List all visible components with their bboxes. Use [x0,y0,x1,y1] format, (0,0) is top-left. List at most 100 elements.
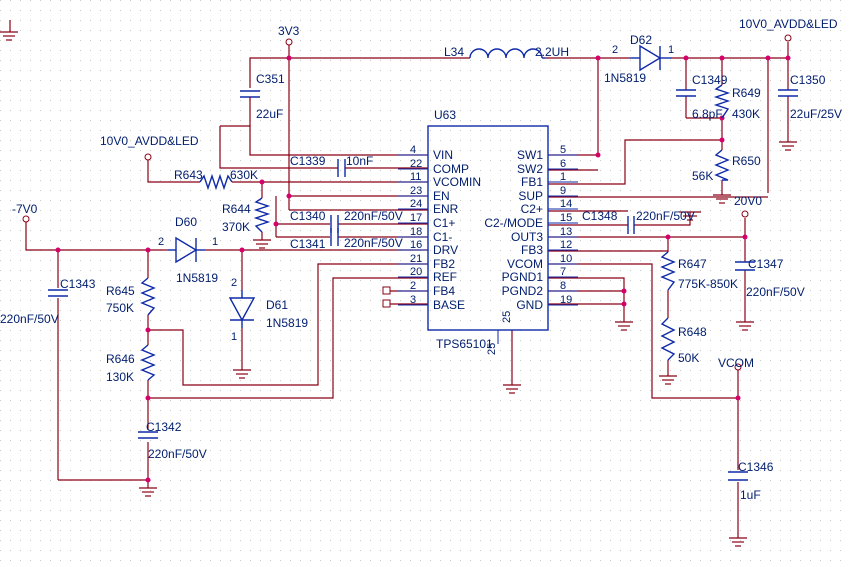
net-label-neg7v0: -7V0 [12,202,38,216]
resistor-r648[interactable]: R648 50K [660,317,707,365]
resistor-r647[interactable]: R647 775K-850K [660,251,738,291]
ic-pin-number: 12 [560,239,572,251]
capacitor-c1340[interactable]: C1340 220nF/50V [290,209,403,233]
ic-pin-name: SW2 [517,162,543,176]
ic-pin-name: DRV [433,243,458,257]
ground-icon [233,369,251,379]
diode-d60[interactable]: D60 1N5819 2 1 [158,215,218,285]
ic-pin-number: 14 [560,198,572,210]
resistor-r645[interactable]: R645 750K [106,277,156,316]
r647-ref: R647 [678,257,707,271]
ic-pin-number: 4 [410,144,416,156]
resistor-r646[interactable]: R646 130K [106,344,156,384]
ground-icon [615,321,633,331]
d61-pin-a: 2 [231,277,237,289]
port-icon [382,286,391,295]
resistor-r643[interactable]: R643 630K [174,168,258,191]
ground-symbols [0,31,797,547]
resistor-r644[interactable]: R644 370K [222,197,271,234]
capacitor-c351[interactable]: C351 22uF [220,72,285,127]
resistor-r649[interactable]: R649 430K [713,84,761,121]
port-icon [22,215,30,223]
c351-value: 22uF [256,107,283,121]
r644-ref: R644 [222,202,251,216]
ic-pin: 2 FB4 [398,280,455,298]
net-ports [22,34,792,371]
c1341-value: 220nF/50V [344,236,403,250]
capacitor-c1339[interactable]: C1339 10nF [262,154,373,177]
ic-pin-name: SW1 [517,148,543,162]
ic-pin-number: 2 [410,280,416,292]
inductor-l34[interactable]: L34 2.2UH [444,45,569,59]
d62-pin-a: 2 [612,44,618,56]
ic-pin-name: EN [433,189,450,203]
r645-ref: R645 [106,284,135,298]
capacitor-c1342[interactable]: C1342 220nF/50V [138,420,207,461]
c351-ref: C351 [256,72,285,86]
ic-pin-name: C2-/MODE [484,216,543,230]
net-label-vcom: VCOM [718,356,754,370]
ic-pin-name: PGND1 [502,270,544,284]
ic-pin-number: 22 [410,158,422,170]
ground-icon [729,537,747,547]
port-icon [144,153,152,161]
diode-d62[interactable]: D62 1N5819 2 1 [604,33,674,85]
c1342-ref: C1342 [146,420,182,434]
ic-pin-number: 8 [560,280,566,292]
c1343-ref: C1343 [60,277,96,291]
ic-pin-number: 7 [560,266,566,278]
ic-pin-name: C1- [433,230,452,244]
ic-pin-name: ENR [433,202,459,216]
capacitor-c1347[interactable]: C1347 220nF/50V [735,257,805,299]
capacitor-c1341[interactable]: C1341 220nF/50V [290,228,403,251]
ground-icon [659,375,677,385]
c1339-ref: C1339 [290,154,326,168]
diode-d61[interactable]: D61 1N5819 2 1 [228,277,308,343]
ground-icon [713,194,731,204]
ic-pin-number: 3 [410,294,416,306]
c1347-value: 220nF/50V [746,285,805,299]
ic-pin-number: 5 [560,144,566,156]
resistor-r650[interactable]: R650 56K [692,149,761,183]
port-icon [741,210,749,218]
r649-value: 430K [732,107,760,121]
c1350-ref: C1350 [790,73,826,87]
ic-pin-name: C2+ [521,202,543,216]
capacitor-c1343[interactable]: C1343 220nF/50V [0,277,96,326]
capacitor-c1350[interactable]: C1350 22uF/25V [778,73,842,121]
ic-pin-name: FB3 [521,243,543,257]
ic-pin-name: OUT3 [511,230,543,244]
c1343-value: 220nF/50V [0,312,59,326]
ic-pin-name: VIN [433,148,453,162]
ic-pin-number: 21 [410,253,422,265]
capacitor-c1349[interactable]: C1349 6.8pF [676,73,728,121]
ground-icon [253,239,271,249]
c1346-value: 1uF [740,488,761,502]
ic-pin-number: 9 [560,185,566,197]
r645-value: 750K [106,301,134,315]
l34-ref: L34 [444,45,464,59]
d60-pin-a: 2 [158,236,164,248]
port-icon [784,34,792,42]
d61-value: 1N5819 [266,316,308,330]
ic-pin-number: 19 [560,294,572,306]
ic-body [427,125,549,331]
d60-ref: D60 [175,215,197,229]
c1346-ref: C1346 [738,460,774,474]
capacitor-c1346[interactable]: C1346 1uF [728,460,774,502]
r648-ref: R648 [678,325,707,339]
capacitor-c1348[interactable]: C1348 220nF/50V [580,209,695,234]
ic-pin-name: FB4 [433,284,455,298]
net-label-10v0-top: 10V0_AVDD&LED [739,17,838,31]
r649-ref: R649 [732,86,761,100]
ic-part-label: TPS65101 [436,337,493,351]
